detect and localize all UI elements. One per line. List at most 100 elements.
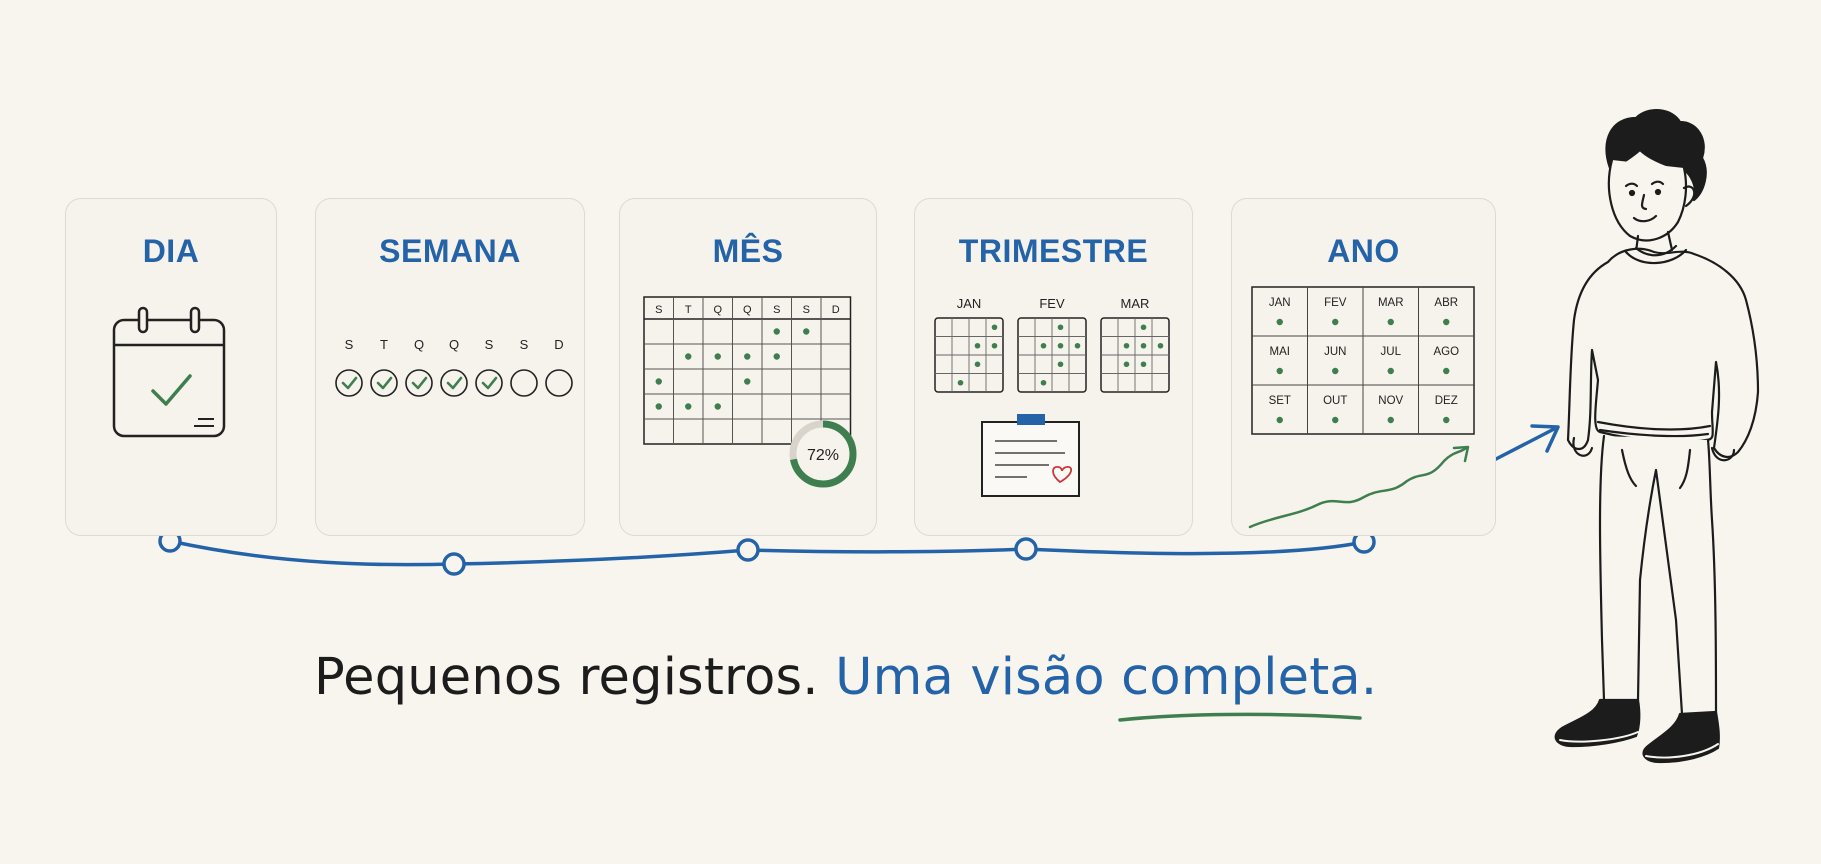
card-dia: DIA	[65, 198, 277, 536]
logged-month-dot	[1332, 416, 1339, 424]
weekday-label: D	[554, 337, 563, 352]
empty-circle-icon	[545, 369, 573, 397]
month-label: NOV	[1378, 395, 1403, 407]
weekday-label: S	[773, 304, 780, 316]
logged-day-dot	[744, 353, 751, 360]
progress-ring: 72%	[789, 420, 857, 488]
logged-day-dot	[773, 328, 780, 335]
card-semana: SEMANA S T Q Q S S D	[315, 198, 585, 536]
card-title: TRIMESTRE	[958, 233, 1149, 269]
logged-month-dot	[1443, 416, 1450, 424]
logged-month-dot	[1332, 367, 1339, 375]
logged-day-dot	[1123, 342, 1130, 349]
timeline-node-semana	[442, 552, 466, 576]
weekday-label: Q	[449, 337, 459, 352]
weekday-label: S	[345, 337, 354, 352]
logged-month-dot	[1276, 367, 1283, 375]
logged-day-dot	[991, 324, 998, 331]
logged-month-dot	[1387, 318, 1394, 326]
timeline-node-trimestre	[1014, 537, 1038, 561]
month-label: MAR	[1378, 297, 1404, 309]
logged-month-dot	[1276, 318, 1283, 326]
card-mes: MÊS S T Q Q S S D 72%	[619, 198, 877, 536]
month-label: OUT	[1323, 395, 1347, 407]
logged-day-dot	[1140, 324, 1147, 331]
month-calendar: S T Q Q S S D 72%	[643, 296, 857, 488]
month-label: DEZ	[1435, 395, 1458, 407]
card-title: SEMANA	[379, 233, 521, 269]
card-title: DIA	[142, 233, 200, 269]
weekday-label: Q	[414, 337, 424, 352]
logged-day-dot	[1140, 342, 1147, 349]
check-circle-icon	[335, 369, 363, 397]
headline-underline	[1118, 712, 1362, 722]
progress-label: 72%	[807, 447, 839, 464]
logged-month-dot	[1443, 367, 1450, 375]
logged-day-dot	[744, 378, 751, 385]
growth-trend-line	[1248, 446, 1468, 529]
logged-day-dot	[1123, 361, 1130, 368]
weekday-label: S	[485, 337, 494, 352]
month-label: MAI	[1270, 346, 1290, 358]
weekday-label: S	[803, 304, 810, 316]
logged-month-dot	[1443, 318, 1450, 326]
check-circle-icon	[405, 369, 433, 397]
logged-month-dot	[1387, 367, 1394, 375]
headline-part1: Pequenos registros.	[314, 648, 819, 707]
logged-day-dot	[714, 353, 721, 360]
check-circle-icon	[475, 369, 503, 397]
logged-day-dot	[1057, 324, 1064, 331]
logged-month-dot	[1387, 416, 1394, 424]
timeline-node-mes	[736, 538, 760, 562]
month-label: FEV	[1039, 296, 1065, 311]
logged-day-dot	[974, 342, 981, 349]
weekday-label: S	[655, 304, 662, 316]
check-circle-icon	[370, 369, 398, 397]
logged-day-dot	[974, 361, 981, 368]
weekday-label: Q	[713, 304, 722, 316]
logged-month-dot	[1276, 416, 1283, 424]
weekday-label: D	[832, 304, 840, 316]
logged-day-dot	[655, 378, 662, 385]
calendar-check-icon	[112, 306, 226, 438]
logged-day-dot	[1057, 361, 1064, 368]
month-label: JUN	[1324, 346, 1346, 358]
logged-day-dot	[1057, 342, 1064, 349]
month-label: JAN	[957, 296, 982, 311]
weekday-label: Q	[743, 304, 752, 316]
logged-day-dot	[1157, 342, 1164, 349]
card-trimestre: TRIMESTRE JAN FEV MAR	[914, 198, 1193, 536]
weekday-label: T	[685, 304, 692, 316]
logged-day-dot	[685, 353, 692, 360]
quarter-calendars: JAN FEV MAR	[934, 296, 1170, 497]
logged-day-dot	[1074, 342, 1081, 349]
logged-day-dot	[803, 328, 810, 335]
logged-month-dot	[1332, 318, 1339, 326]
card-title: ANO	[1327, 233, 1400, 269]
logged-day-dot	[685, 403, 692, 410]
logged-day-dot	[1040, 379, 1047, 386]
empty-circle-icon	[510, 369, 538, 397]
card-title: MÊS	[712, 233, 784, 269]
month-label: ABR	[1434, 297, 1458, 309]
logged-day-dot	[773, 353, 780, 360]
month-label: JAN	[1269, 297, 1291, 309]
logged-day-dot	[991, 342, 998, 349]
month-label: JUL	[1381, 346, 1402, 358]
clipboard-icon	[981, 414, 1080, 497]
check-circle-icon	[440, 369, 468, 397]
logged-day-dot	[1040, 342, 1047, 349]
weekday-label: S	[520, 337, 529, 352]
logged-day-dot	[655, 403, 662, 410]
headline-part2: Uma visão completa.	[835, 648, 1378, 707]
month-label: SET	[1269, 395, 1291, 407]
weekday-label: T	[380, 337, 388, 352]
month-label: FEV	[1324, 297, 1347, 309]
month-label: MAR	[1121, 296, 1150, 311]
logged-day-dot	[714, 403, 721, 410]
